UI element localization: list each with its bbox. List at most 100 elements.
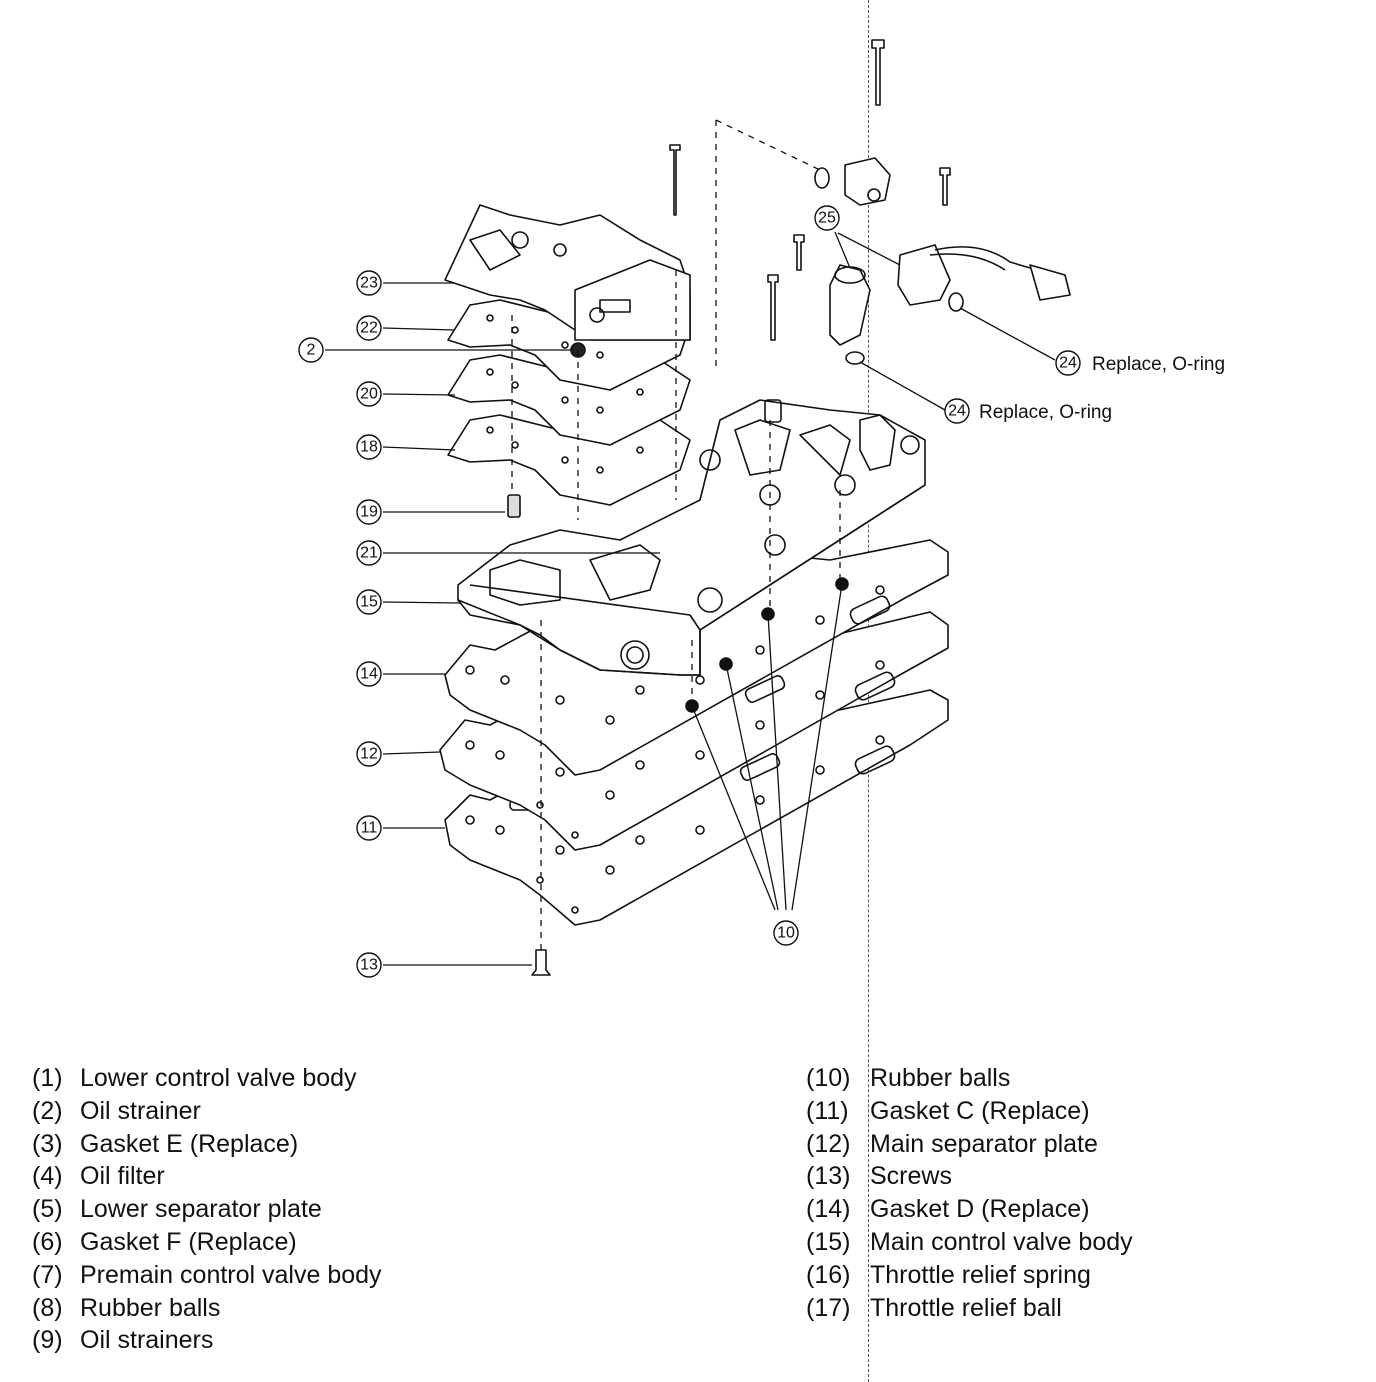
legend-number: (16)	[806, 1260, 851, 1289]
oring-note-upper: Replace, O-ring	[1092, 354, 1225, 375]
oring-note-lower: Replace, O-ring	[979, 402, 1112, 423]
main-control-valve-body	[457, 399, 926, 676]
legend-item: (2) Oil strainer	[32, 1095, 382, 1128]
legend-item: (1) Lower control valve body	[32, 1062, 382, 1095]
exploded-valve-body-diagram: 23 22 2 20 18 19 21 15 14 12 11 13	[298, 39, 1225, 978]
main-separator-plate	[439, 611, 949, 851]
callout-2: 2	[298, 337, 324, 363]
legend-item: (6) Gasket F (Replace)	[32, 1226, 382, 1259]
legend-label: Screws	[870, 1162, 952, 1191]
legend-label: Lower separator plate	[80, 1195, 322, 1224]
legend-number: (8)	[32, 1293, 63, 1322]
legend-item: (14) Gasket D (Replace)	[806, 1193, 1133, 1226]
legend-number: (10)	[806, 1064, 851, 1092]
legend-number: (14)	[806, 1195, 851, 1224]
legend-item: (16) Throttle relief spring	[806, 1259, 1133, 1292]
callout-14: 14	[356, 661, 382, 687]
callout-15: 15	[356, 589, 382, 615]
svg-text:22: 22	[360, 320, 378, 337]
legend-number: (15)	[806, 1227, 851, 1256]
svg-text:15: 15	[360, 594, 378, 611]
svg-text:23: 23	[360, 275, 378, 292]
oil-filter	[507, 494, 521, 518]
legend-item: (9) Oil strainers	[32, 1324, 382, 1357]
svg-text:24: 24	[948, 403, 966, 420]
legend-label: Rubber balls	[870, 1064, 1011, 1092]
svg-text:13: 13	[360, 957, 378, 974]
callout-22: 22	[356, 315, 382, 341]
legend-item: (7) Premain control valve body	[32, 1259, 382, 1292]
legend-label: Main separator plate	[870, 1129, 1098, 1158]
oring-lower	[845, 351, 865, 365]
svg-text:21: 21	[360, 545, 378, 562]
legend-item: (12) Main separator plate	[806, 1128, 1133, 1161]
legend-number: (11)	[806, 1096, 849, 1125]
leader-lines	[325, 231, 1056, 966]
callout-10: 10	[773, 920, 799, 946]
bolt-top-center	[669, 144, 681, 216]
svg-text:2: 2	[307, 342, 316, 359]
svg-text:25: 25	[818, 210, 836, 227]
legend-left: (1) Lower control valve body (2) Oil strai…	[32, 1062, 382, 1357]
callout-19: 19	[356, 499, 382, 525]
legend-number: (5)	[32, 1195, 63, 1224]
callout-13: 13	[356, 952, 382, 978]
legend-label: Lower control valve body	[80, 1064, 357, 1092]
legend-label: Oil strainers	[80, 1326, 214, 1355]
legend-label: Gasket C (Replace)	[870, 1096, 1090, 1125]
legend-item: (15) Main control valve body	[806, 1226, 1133, 1259]
legend-label: Main control valve body	[870, 1227, 1133, 1256]
legend-label: Throttle relief ball	[870, 1293, 1062, 1322]
alignment-lines	[511, 119, 841, 950]
legend-label: Oil filter	[80, 1162, 165, 1191]
callout-21: 21	[356, 540, 382, 566]
callout-23: 23	[356, 270, 382, 296]
legend-item: (4) Oil filter	[32, 1160, 382, 1193]
legend-right: (10)Rubber balls (11)Gasket C (Replace) …	[806, 1062, 1133, 1324]
screw-bottom	[531, 949, 551, 976]
lower-control-valve-body	[444, 204, 691, 341]
legend-label: Oil strainer	[80, 1096, 201, 1125]
legend-number: (12)	[806, 1129, 851, 1158]
legend-item: (17) Throttle relief ball	[806, 1292, 1133, 1325]
callout-11: 11	[356, 815, 382, 841]
bolt-solenoid-b	[793, 234, 805, 271]
svg-text:19: 19	[360, 504, 378, 521]
solenoid-main	[829, 264, 871, 346]
svg-text:18: 18	[360, 439, 378, 456]
legend-label: Gasket E (Replace)	[80, 1129, 299, 1158]
callout-12: 12	[356, 741, 382, 767]
legend-item: (8) Rubber balls	[32, 1292, 382, 1325]
svg-text:10: 10	[777, 925, 795, 942]
callout-24-upper: 24	[1055, 350, 1081, 376]
legend-number: (9)	[32, 1326, 63, 1355]
legend-label: Rubber balls	[80, 1293, 221, 1322]
callout-24-lower: 24	[944, 398, 970, 424]
legend-number: (4)	[32, 1162, 63, 1191]
legend-label: Premain control valve body	[80, 1260, 382, 1289]
legend-label: Gasket D (Replace)	[870, 1195, 1090, 1224]
legend-number: (7)	[32, 1260, 63, 1289]
legend-number: (6)	[32, 1227, 63, 1256]
svg-text:12: 12	[360, 746, 378, 763]
gasket-c-plate	[444, 689, 949, 926]
legend-label: Throttle relief spring	[870, 1260, 1091, 1289]
legend-item: (13) Screws	[806, 1160, 1133, 1193]
legend-item: (5) Lower separator plate	[32, 1193, 382, 1226]
legend-number: (1)	[32, 1064, 63, 1092]
svg-text:24: 24	[1059, 355, 1077, 372]
legend-label: Gasket F (Replace)	[80, 1227, 297, 1256]
legend-item: (10) Rubber balls	[806, 1062, 1133, 1095]
svg-text:11: 11	[361, 820, 378, 837]
legend-item: (3) Gasket E (Replace)	[32, 1128, 382, 1161]
bolt-solenoid-a	[767, 274, 779, 341]
legend-number: (17)	[806, 1293, 851, 1322]
legend-number: (13)	[806, 1162, 851, 1191]
solenoid-upper	[814, 157, 891, 206]
legend-number: (2)	[32, 1096, 63, 1125]
callout-25: 25	[814, 205, 840, 231]
callout-18: 18	[356, 434, 382, 460]
legend-number: (3)	[32, 1129, 63, 1158]
legend-item: (11) Gasket C (Replace)	[806, 1095, 1133, 1128]
bolt-solenoid-c	[939, 167, 951, 206]
